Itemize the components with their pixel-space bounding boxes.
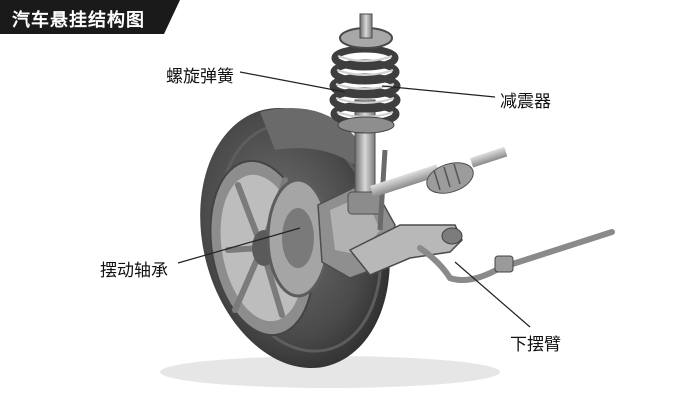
leader-coil-spring	[240, 72, 345, 92]
leader-shock-absorber	[382, 86, 495, 97]
drive-shaft	[370, 147, 507, 199]
title-banner: 汽车悬挂结构图	[0, 0, 200, 34]
label-shock-absorber: 减震器	[500, 87, 551, 112]
label-swing-bearing: 摆动轴承	[100, 256, 168, 281]
page-title: 汽车悬挂结构图	[12, 6, 145, 32]
stabilizer-bushing	[495, 256, 513, 272]
label-coil-spring: 螺旋弹簧	[166, 62, 234, 87]
cv-boot	[423, 157, 477, 198]
label-lower-control-arm: 下摆臂	[510, 330, 561, 355]
